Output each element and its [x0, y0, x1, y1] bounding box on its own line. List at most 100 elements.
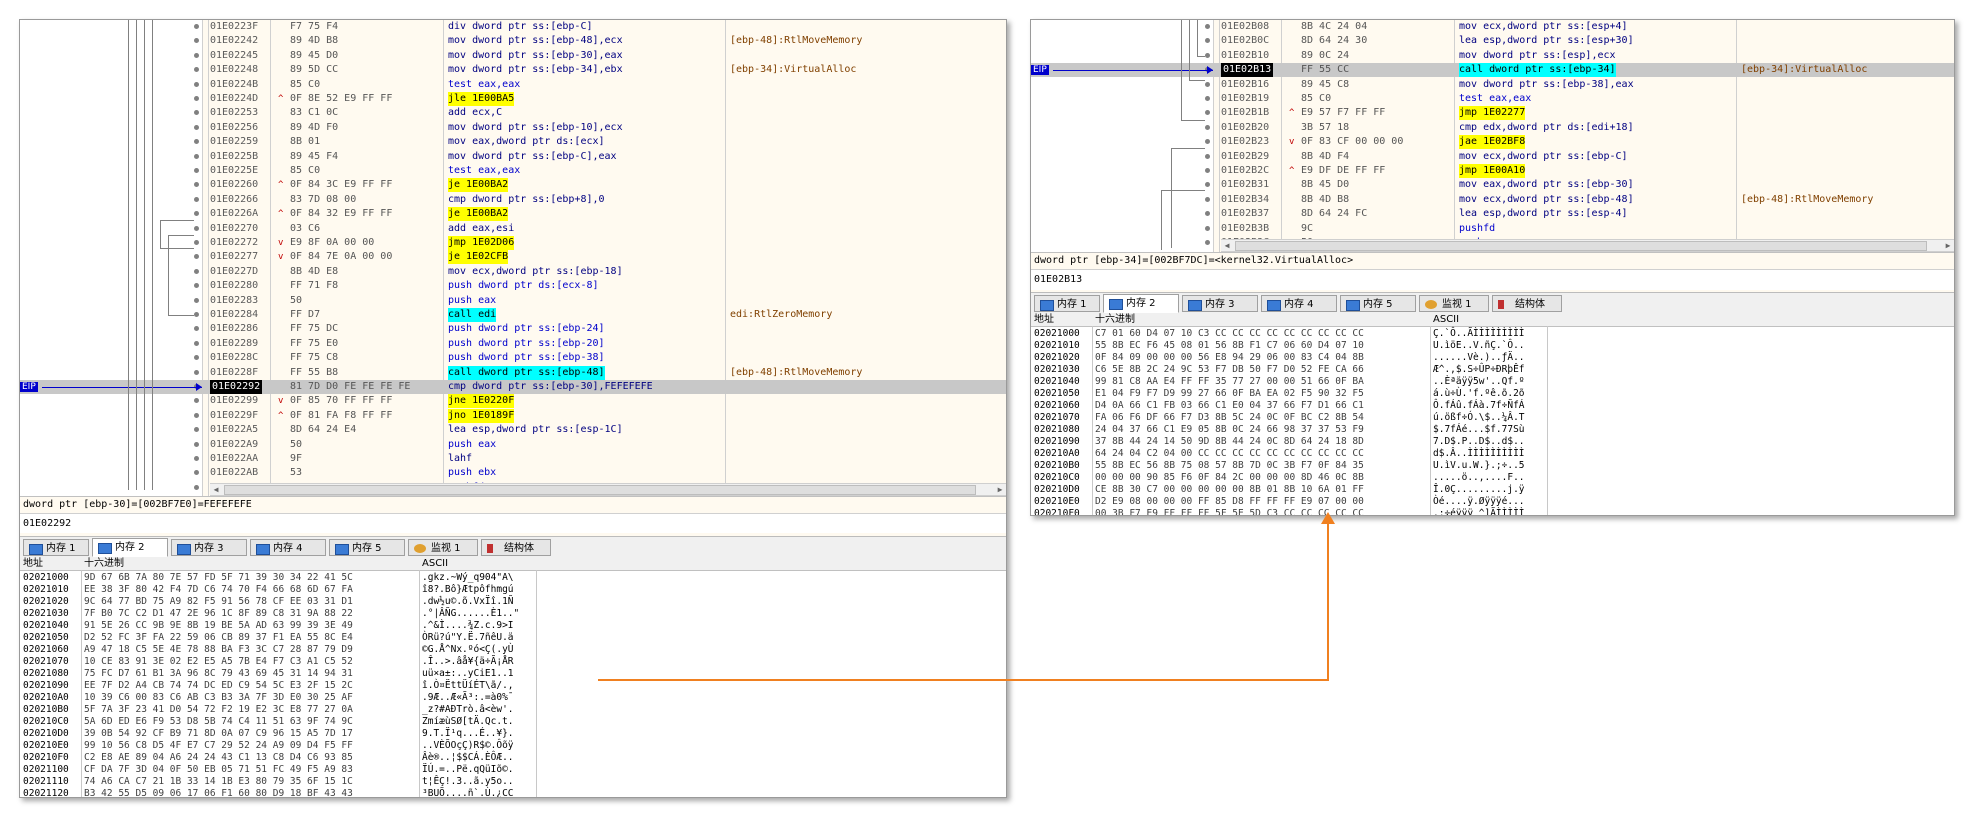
scroll-right-icon[interactable]: ▶: [1945, 241, 1951, 250]
breakpoint-dot-icon[interactable]: [194, 24, 199, 29]
breakpoint-dot-icon[interactable]: [1205, 168, 1210, 173]
breakpoint-dot-icon[interactable]: [1205, 182, 1210, 188]
breakpoint-dot-icon[interactable]: [194, 225, 199, 231]
breakpoint-dot-icon[interactable]: [194, 326, 199, 332]
scroll-left-icon[interactable]: ◀: [1224, 241, 1230, 250]
breakpoint-dot-icon[interactable]: [194, 139, 199, 145]
breakpoint-dot-icon[interactable]: [194, 211, 199, 217]
breakpoint-dot-icon[interactable]: [194, 355, 199, 361]
scroll-right-icon[interactable]: ▶: [997, 485, 1003, 494]
dump-tab-3[interactable]: 内存 3: [1182, 295, 1258, 312]
breakpoint-dot-icon[interactable]: [194, 312, 199, 317]
right-disasm-hscroll-thumb[interactable]: [1235, 241, 1927, 251]
breakpoint-dot-icon[interactable]: [194, 81, 199, 87]
dump-tab-3[interactable]: 内存 3: [171, 539, 247, 556]
breakpoint-dot-icon[interactable]: [194, 268, 199, 274]
breakpoint-dot-icon[interactable]: [194, 96, 199, 101]
breakpoint-dot-icon[interactable]: [1205, 196, 1210, 202]
breakpoint-dot-icon[interactable]: [194, 52, 199, 58]
breakpoint-dot-icon[interactable]: [194, 38, 199, 44]
breakpoint-dot-icon[interactable]: [194, 456, 199, 461]
breakpoint-dot-icon[interactable]: [194, 484, 199, 490]
dump-tab-2[interactable]: 内存 2: [92, 538, 168, 557]
breakpoint-dot-icon[interactable]: [194, 153, 199, 159]
dump-tab-7[interactable]: 结构体: [481, 539, 551, 556]
breakpoint-dot-icon[interactable]: [1205, 240, 1210, 245]
scroll-left-icon[interactable]: ◀: [213, 485, 219, 494]
breakpoint-dot-icon[interactable]: [194, 412, 199, 418]
breakpoint-dot-icon[interactable]: [194, 369, 199, 375]
breakpoint-dot-icon[interactable]: [194, 398, 199, 404]
breakpoint-dot-icon[interactable]: [194, 470, 199, 476]
breakpoint-dot-icon[interactable]: [194, 182, 199, 188]
breakpoint-dot-icon[interactable]: [194, 168, 199, 173]
dump-tab-5[interactable]: 内存 5: [329, 539, 405, 556]
breakpoint-dot-icon[interactable]: [194, 124, 199, 130]
breakpoint-dot-icon[interactable]: [1205, 110, 1210, 116]
breakpoint-dot-icon[interactable]: [194, 196, 199, 202]
dump-tab-4[interactable]: 内存 4: [1261, 295, 1337, 312]
breakpoint-dot-icon[interactable]: [194, 427, 199, 433]
breakpoint-dot-icon[interactable]: [1205, 81, 1210, 87]
breakpoint-dot-icon[interactable]: [194, 297, 199, 303]
